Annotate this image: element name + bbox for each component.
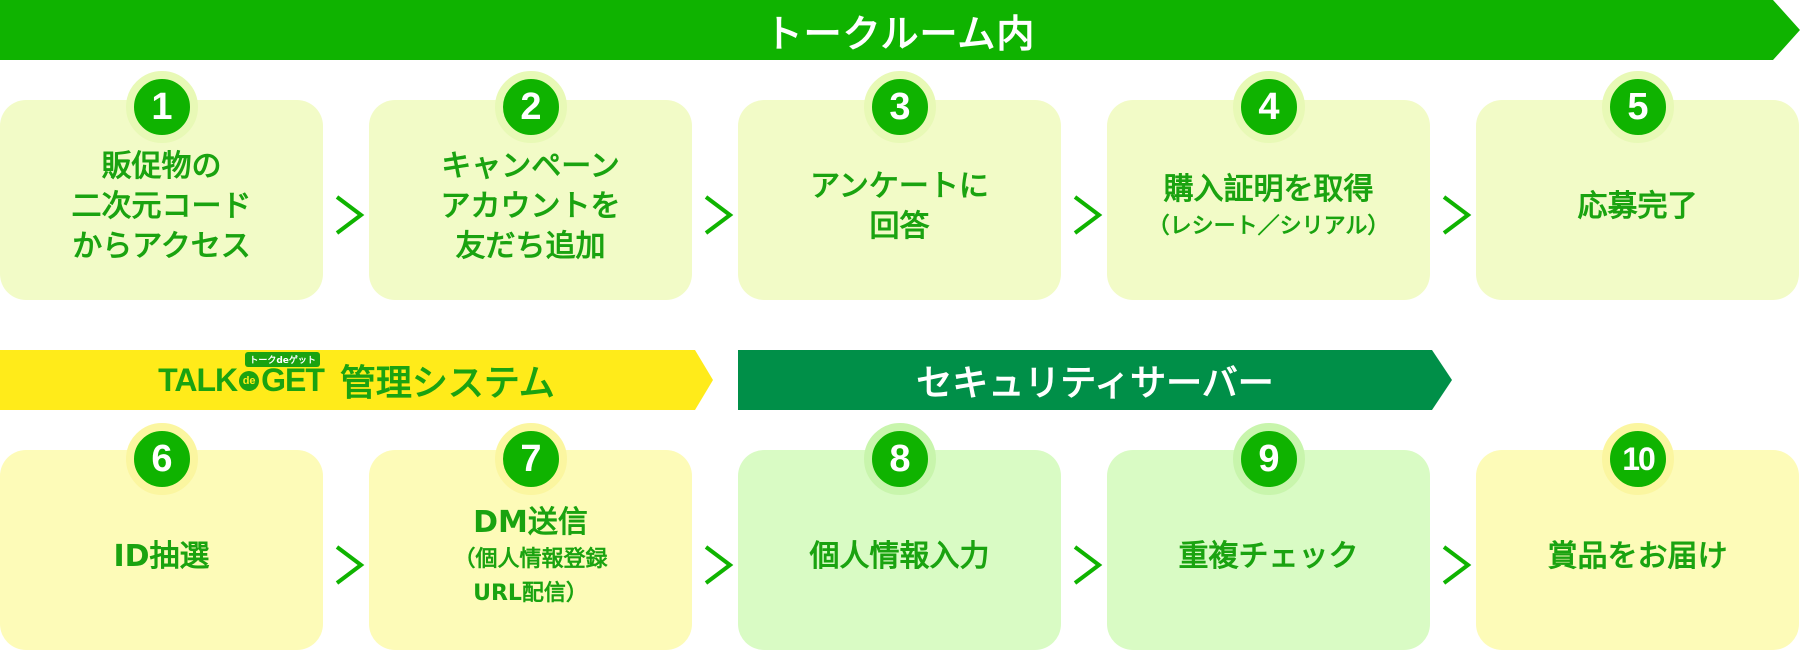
banner-talkroom-label: トークルーム内 xyxy=(764,11,1036,56)
step-number-badge-2: 2 xyxy=(495,71,567,143)
step-9-line-1: 重複チェック xyxy=(1178,539,1359,574)
step-number-badge-7: 7 xyxy=(495,423,567,495)
chevron-right-icon xyxy=(704,545,734,585)
step-2-line-3: 友だち追加 xyxy=(455,229,606,264)
step-3-line-1: アンケートに xyxy=(810,169,989,204)
step-number-badge-5: 5 xyxy=(1602,71,1674,143)
logo-ruby: トークdeゲット xyxy=(245,351,320,367)
step-5-line-1: 応募完了 xyxy=(1577,189,1698,224)
banner-talkroom: トークルーム内 xyxy=(0,0,1800,60)
chevron-right-icon xyxy=(1442,545,1472,585)
chevron-right-icon xyxy=(335,195,365,235)
chevron-right-icon xyxy=(1073,545,1103,585)
step-1-line-3: からアクセス xyxy=(72,229,251,264)
step-7-line-1: DM送信 xyxy=(473,505,588,540)
step-card-4: 購入証明を取得 （レシート／シリアル） xyxy=(1107,100,1430,300)
step-4-sub-1: （レシート／シリアル） xyxy=(1147,214,1390,239)
step-8-line-1: 個人情報入力 xyxy=(809,539,990,574)
banner-management-system: トークdeゲット TALK de GET 管理システム xyxy=(0,350,713,410)
step-number-badge-8: 8 xyxy=(864,423,936,495)
step-card-7: DM送信 （個人情報登録 URL配信） xyxy=(369,450,692,650)
step-6-line-1: ID抽選 xyxy=(113,539,210,574)
step-number-badge-3: 3 xyxy=(864,71,936,143)
logo-de: de xyxy=(239,370,260,391)
step-1-line-1: 販促物の xyxy=(101,149,222,184)
step-number-badge-1: 1 xyxy=(126,71,198,143)
step-4-line-1: 購入証明を取得 xyxy=(1163,172,1374,207)
step-number-badge-4: 4 xyxy=(1233,71,1305,143)
chevron-right-icon xyxy=(704,195,734,235)
step-number-badge-6: 6 xyxy=(126,423,198,495)
talk-de-get-logo: トークdeゲット TALK de GET xyxy=(158,351,325,399)
step-3-line-2: 回答 xyxy=(869,209,930,244)
step-10-line-1: 賞品をお届け xyxy=(1547,539,1728,574)
chevron-right-icon xyxy=(1442,195,1472,235)
banner-security-server: セキュリティサーバー xyxy=(738,350,1452,410)
chevron-right-icon xyxy=(1073,195,1103,235)
step-1-line-2: 二次元コード xyxy=(71,189,252,224)
step-number-badge-10: 10 xyxy=(1602,423,1674,495)
step-7-sub-1: （個人情報登録 xyxy=(453,547,608,572)
banner-security-label: セキュリティサーバー xyxy=(916,363,1274,404)
banner-management-label: 管理システム xyxy=(339,363,555,404)
step-2-line-2: アカウントを xyxy=(440,189,621,224)
chevron-right-icon xyxy=(335,545,365,585)
step-7-sub-2: URL配信） xyxy=(473,581,588,606)
logo-get: GET xyxy=(261,361,325,398)
step-2-line-1: キャンペーン xyxy=(441,149,620,184)
logo-talk: TALK xyxy=(158,361,238,398)
step-number-badge-9: 9 xyxy=(1233,423,1305,495)
